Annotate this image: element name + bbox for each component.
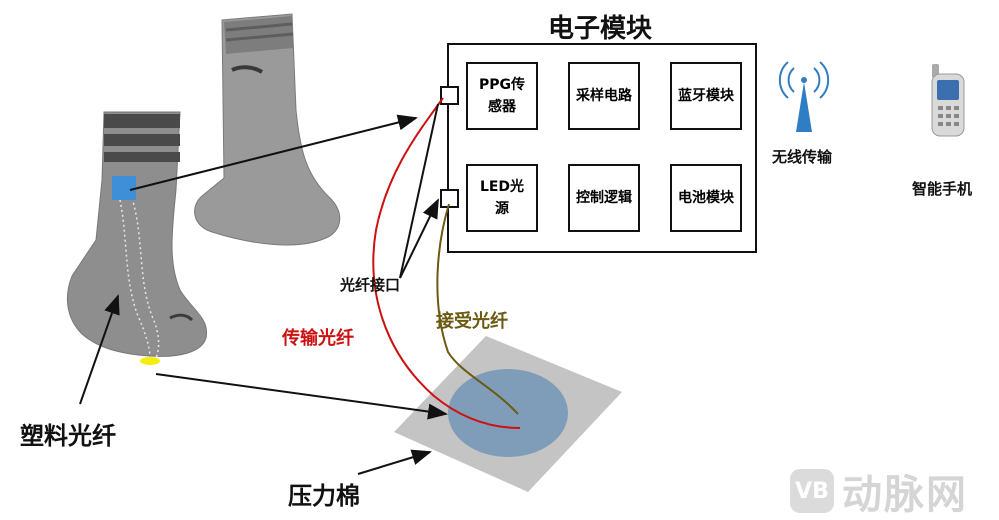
pointer-port-bottom [400,200,438,278]
module-led-source: LED光源 [466,164,538,232]
phone-icon [932,64,964,136]
module-bluetooth: 蓝牙模块 [670,62,742,130]
module-sampling-circuit: 采样电路 [568,62,640,130]
pressure-pad [448,369,568,457]
wireless-label: 无线传输 [772,146,832,167]
module-ppg-sensor: PPG传感器 [466,62,538,130]
smartphone-label: 智能手机 [912,178,972,199]
fiber-interface-label: 光纤接口 [340,274,400,295]
module-control-logic: 控制逻辑 [568,164,640,232]
transmit-fiber-label: 传输光纤 [282,324,354,350]
receive-fiber-label: 接受光纤 [436,307,508,333]
fiber-end-marker [140,357,160,365]
electronics-module-title: 电子模块 [548,8,652,45]
sock-back [195,14,340,245]
watermark-text: 动脉网 [842,462,968,520]
arrow-pressure-cotton [358,452,430,474]
module-battery: 电池模块 [670,164,742,232]
fiber-port-top [441,87,458,104]
pressure-cotton-label: 压力棉 [288,476,360,511]
sensor-patch [112,176,136,200]
watermark: VB 动脉网 [790,462,968,520]
sock-front [67,112,206,358]
watermark-logo-icon: VB [790,469,834,513]
pointer-port-top [400,104,438,278]
antenna-icon [780,62,828,132]
plastic-fiber-label: 塑料光纤 [20,416,116,451]
arrow-to-pressure-pad [156,374,446,414]
